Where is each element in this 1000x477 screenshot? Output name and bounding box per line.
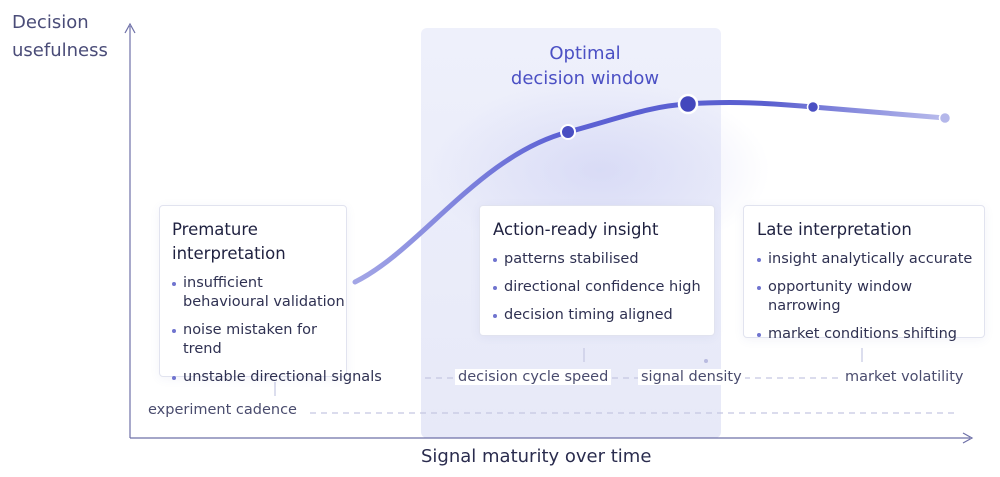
y-axis-title-line-2: usefulness [12, 40, 108, 61]
list-item: market conditions shifting [757, 325, 974, 344]
list-item: unstable directional signals [172, 368, 382, 387]
curve-point [560, 124, 576, 140]
card-list: insufficient behavioural validation nois… [172, 274, 382, 387]
curve-peak-point [677, 93, 699, 115]
card-title: Premature interpretation [172, 218, 334, 266]
card-title-line-2: interpretation [172, 244, 286, 263]
cadence-label: experiment cadence [148, 402, 297, 418]
list-item: opportunity window narrowing [757, 278, 974, 316]
curve-end-point [938, 111, 952, 125]
card-list: patterns stabilised directional confiden… [493, 250, 702, 325]
factor-label-decision-cycle-speed: decision cycle speed [455, 369, 612, 385]
card-action-ready-insight: Action-ready insight patterns stabilised… [479, 205, 715, 336]
x-axis-arrow [962, 432, 974, 444]
list-item: directional confidence high [493, 278, 702, 297]
optimal-window-title: Optimal decision window [430, 41, 740, 91]
y-axis-arrow [124, 22, 136, 34]
card-late-interpretation: Late interpretation insight analytically… [743, 205, 985, 342]
card-premature-interpretation: Premature interpretation insufficient be… [159, 205, 382, 385]
curve-point [806, 100, 820, 114]
factor-label-signal-density: signal density [638, 369, 745, 385]
list-item: noise mistaken for trend [172, 321, 334, 359]
usefulness-curve [352, 100, 948, 285]
list-item: patterns stabilised [493, 250, 702, 269]
list-item: decision timing aligned [493, 306, 702, 325]
list-item: insight analytically accurate [757, 250, 974, 269]
y-axis-title-line-1: Decision [12, 12, 89, 33]
x-axis-title: Signal maturity over time [421, 446, 652, 467]
optimal-window-title-line-2: decision window [510, 68, 660, 89]
card-title: Late interpretation [757, 220, 912, 239]
card-title-line-1: Premature [172, 220, 258, 239]
card-list: insight analytically accurate opportunit… [757, 250, 974, 344]
card-title: Action-ready insight [493, 220, 659, 239]
list-item: insufficient behavioural validation [172, 274, 353, 312]
factor-label-market-volatility: market volatility [842, 369, 967, 385]
y-axis-title: Decision usefulness [12, 9, 108, 65]
optimal-window-title-line-1: Optimal [549, 43, 621, 64]
connector-dot [704, 359, 708, 363]
